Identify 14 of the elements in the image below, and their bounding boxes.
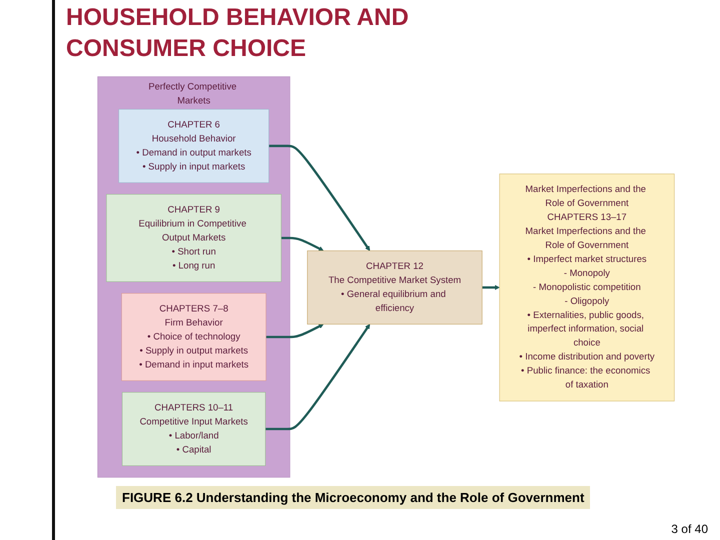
node-box: CHAPTER 9 Equilibrium in Competitive Output Markets • Short run • Long run — [106, 194, 282, 282]
arrow — [482, 284, 500, 290]
arrow — [281, 236, 324, 252]
caption: FIGURE 6.2 Understanding the Microeconomy and the Role of Government — [116, 486, 590, 509]
node-box: CHAPTER 12 The Competitive Market System • General equilibrium and efficiency — [307, 250, 482, 324]
title: HOUSEHOLD BEHAVIOR AND CONSUMER CHOICE — [66, 3, 410, 64]
node-box: CHAPTERS 7–8 Firm Behavior • Choice of technology • Supply in output markets • Demand in input markets — [121, 293, 266, 381]
arrow — [265, 324, 370, 430]
arrow — [268, 144, 370, 252]
node-box: CHAPTER 6 Household Behavior • Demand in output markets • Supply in input markets — [118, 108, 270, 183]
page-number: 3 of 40 — [671, 522, 708, 536]
node-box: Market Imperfections and the Role of Government CHAPTERS 13–17 Market Imperfections and the Role of Government • Imperfect market structures - Monopoly - Monopolistic competition - Oligopoly • Externalities, public goods, imperfect information, social choice • Income distribution and poverty • Public finance: the economics of taxation — [499, 174, 675, 402]
node-box: CHAPTERS 10–11 Competitive Input Markets • Labor/land • Capital — [122, 392, 266, 466]
arrow — [266, 324, 324, 338]
